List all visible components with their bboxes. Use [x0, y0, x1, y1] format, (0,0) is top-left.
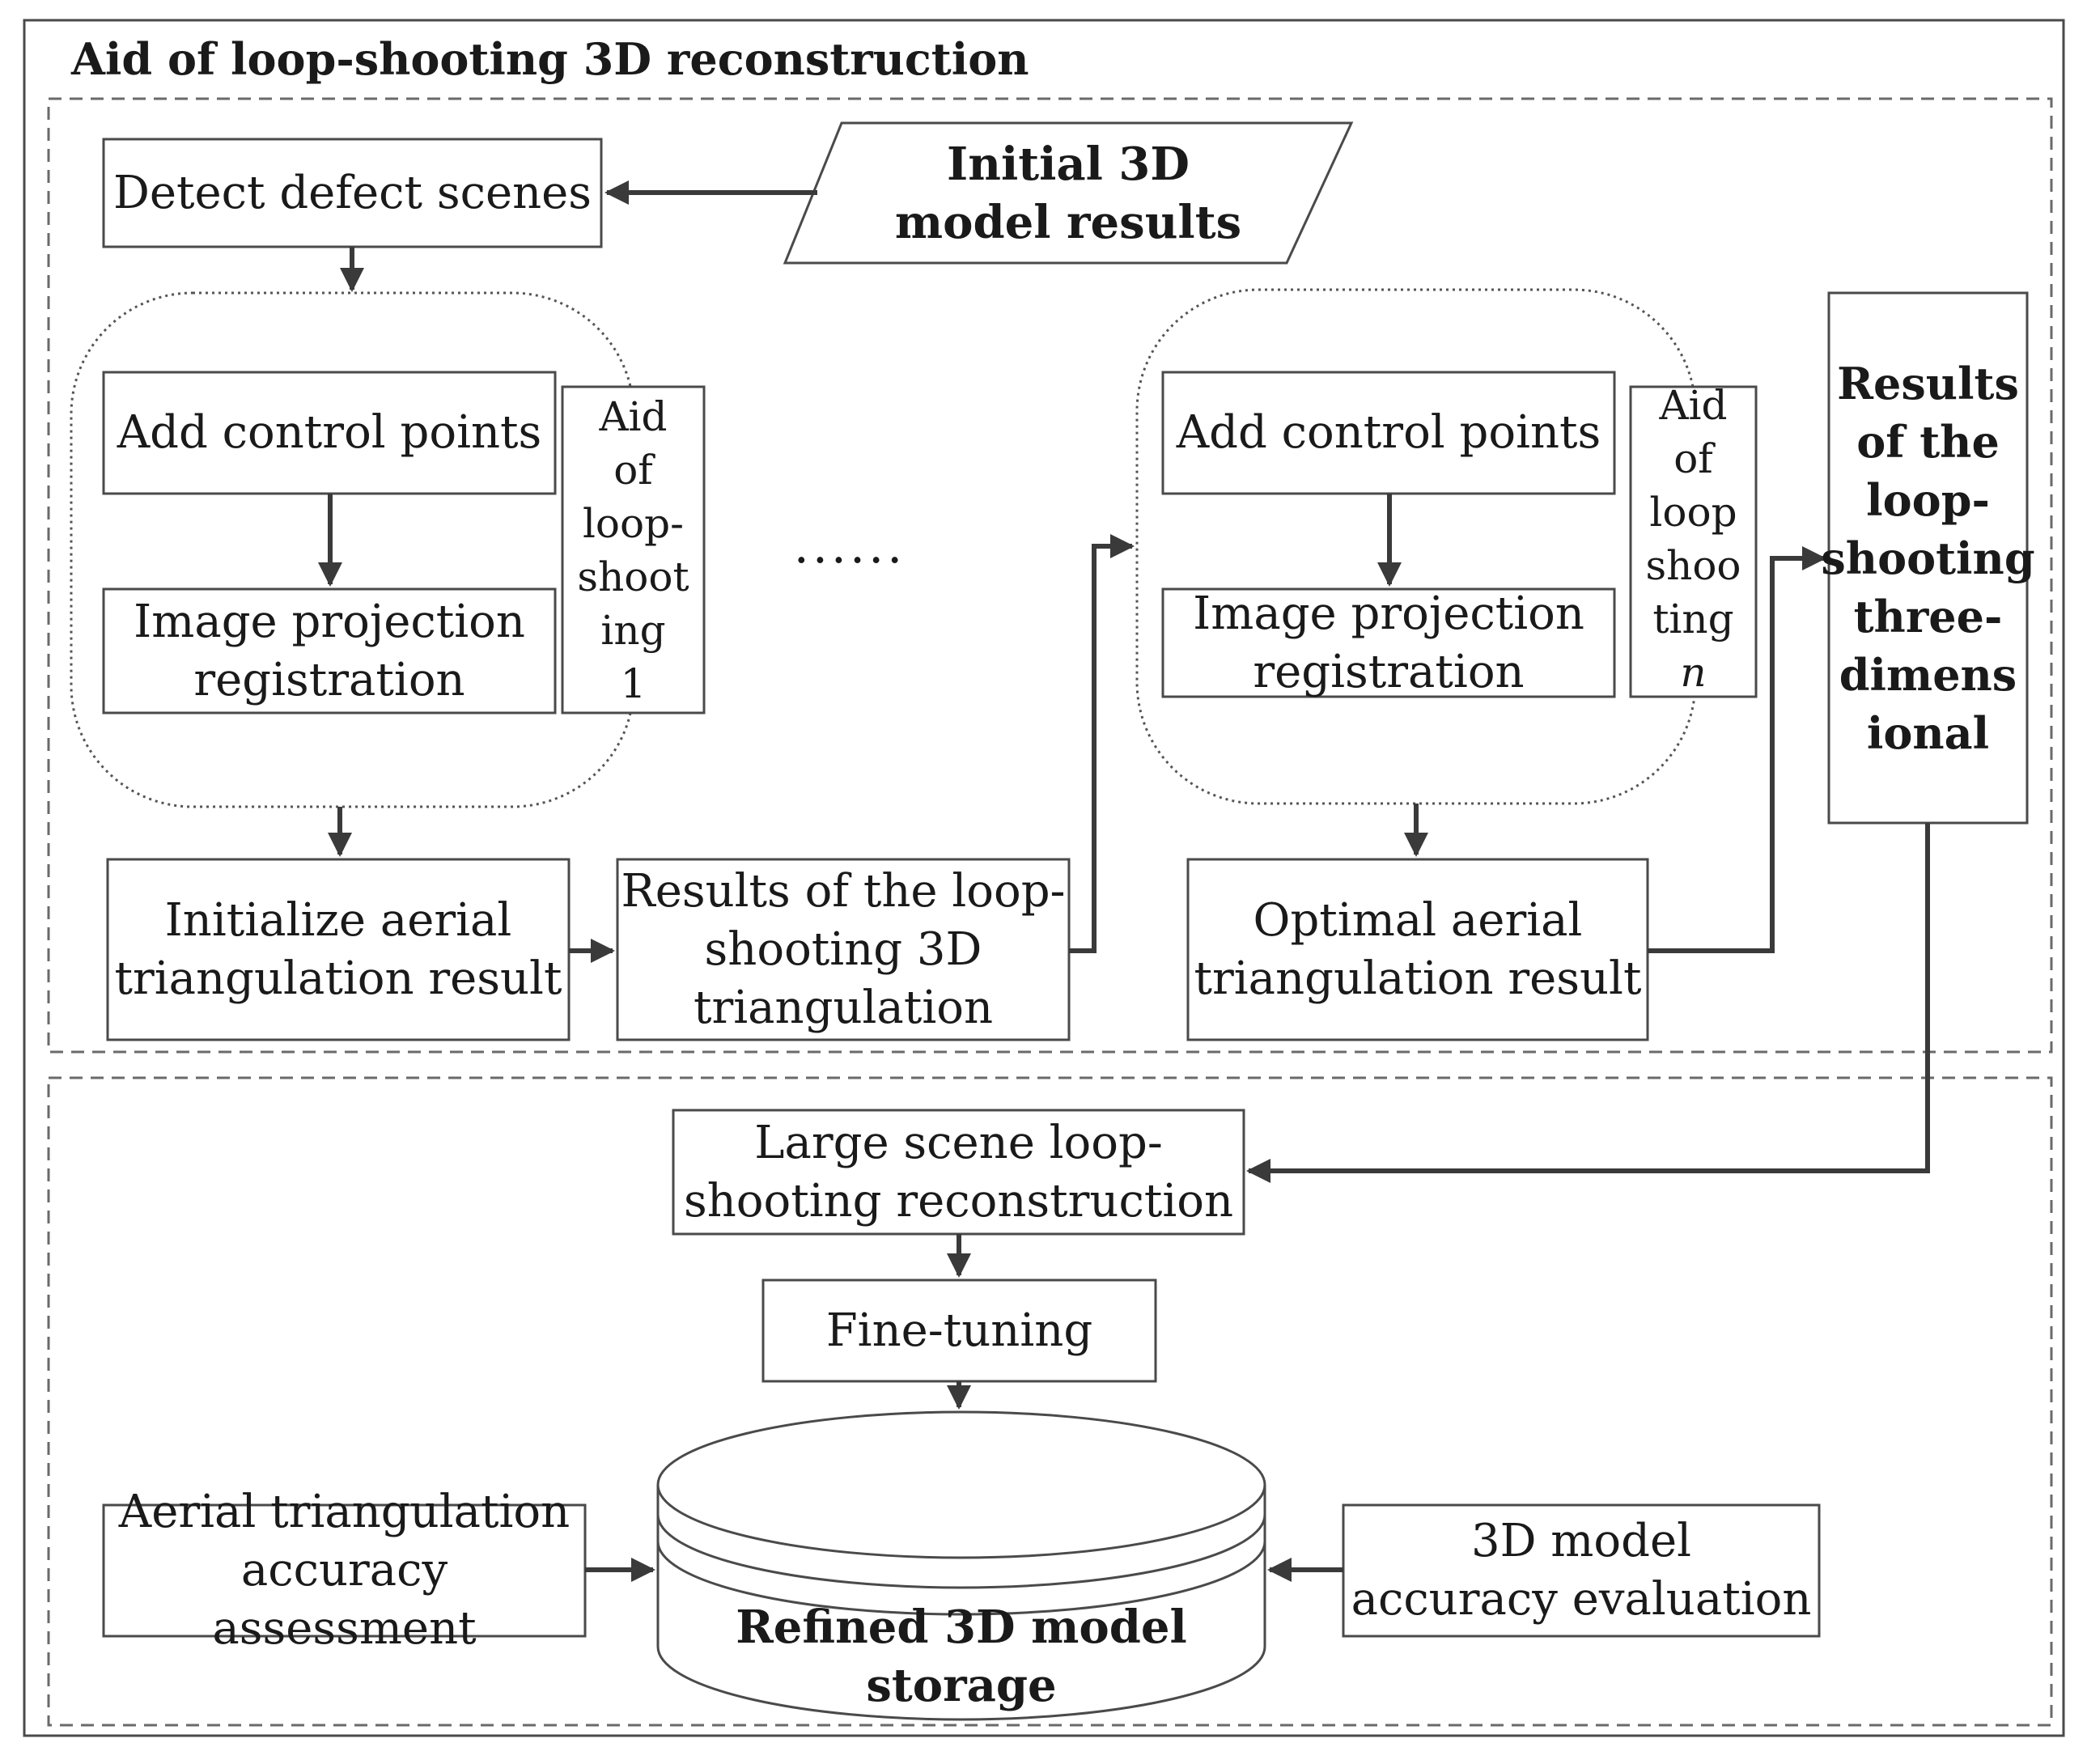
fine-tuning-label: Fine-tuning: [825, 1304, 1093, 1357]
detect-defect-label: Detect defect scenes: [112, 166, 592, 219]
optimal-aerial-label: Optimal aerial triangulation result: [1194, 893, 1642, 1005]
arrow-results3d-to-large-scene: [1246, 823, 1930, 1183]
image-projection-n-box: [1161, 587, 1616, 698]
initial-model-label: Initial 3D model results: [894, 137, 1242, 249]
loop-group-1: [70, 291, 635, 808]
aid-loop-n-box: [1629, 385, 1758, 698]
aid-loop-1-label: Aid of loop- shoot ing 1: [577, 392, 689, 707]
diagram-title: Aid of loop-shooting 3D reconstruction: [71, 33, 1029, 85]
image-projection-1-label: Image projection registration: [134, 595, 525, 706]
arrows: [318, 180, 1930, 1582]
lower-dashed-section: [47, 1076, 2053, 1727]
results-3d-label: Results of the loop- shooting three- dim…: [1821, 357, 2035, 759]
storage-cylinder: [656, 1410, 1266, 1721]
image-projection-1-box: [102, 587, 557, 715]
loop-group-n: [1135, 288, 1697, 805]
cylinder-band-2: [656, 1541, 1266, 1616]
upper-dashed-section: [47, 97, 2053, 1054]
outer-frame: [23, 19, 2065, 1737]
image-projection-n-label: Image projection registration: [1193, 587, 1584, 698]
refined-storage-label: Refined 3D model storage: [736, 1601, 1187, 1712]
aid-loop-n-text: Aid of loop shoo ting: [1645, 381, 1741, 642]
large-scene-label: Large scene loop- shooting reconstructio…: [683, 1116, 1234, 1228]
add-control-1-label: Add control points: [117, 406, 542, 459]
arrow-results-to-group-n: [1069, 534, 1135, 953]
ellipsis-label: ......: [793, 518, 906, 575]
initial-model-parallelogram: [783, 121, 1354, 265]
aerial-accuracy-label: Aerial triangulation accuracy assessment: [118, 1486, 571, 1655]
aid-loop-n-label: Aid of loop shoo ting n: [1631, 380, 1756, 697]
add-control-n-label: Add control points: [1176, 406, 1601, 459]
aid-loop-1-box: [561, 385, 706, 715]
cylinder-top: [656, 1410, 1266, 1559]
cylinder-band-1: [656, 1514, 1266, 1589]
results-loop-triangulation-label: Results of the loop- shooting 3D triangu…: [621, 864, 1066, 1034]
arrow-optimal-to-results3d: [1648, 546, 1826, 953]
aid-loop-n-index: n: [1680, 648, 1707, 696]
initialize-aerial-label: Initialize aerial triangulation result: [114, 893, 562, 1005]
model-accuracy-label: 3D model accuracy evaluation: [1351, 1515, 1812, 1626]
